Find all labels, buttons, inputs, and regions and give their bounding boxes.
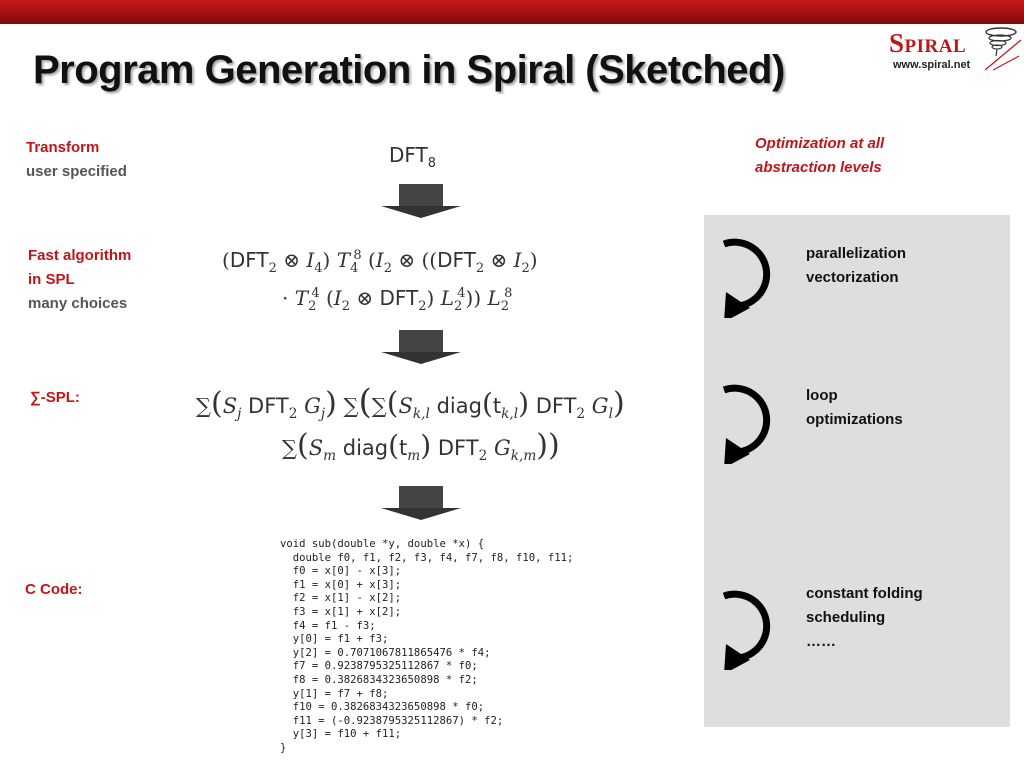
c-code-label: C Code: (25, 581, 83, 598)
slide-title: Program Generation in Spiral (Sketched) (33, 48, 785, 92)
code-line: f8 = 0.3826834323650898 * f2; (280, 673, 478, 686)
top-accent-bar (0, 0, 1024, 24)
transform-label: Transform user specified (26, 139, 127, 180)
optimization-group-1: parallelization vectorization (806, 245, 907, 286)
code-line: f2 = x[1] - x[2]; (280, 592, 402, 605)
down-arrow-icon (381, 184, 461, 218)
code-line: } (280, 741, 287, 754)
code-line: f0 = x[0] - x[3]; (280, 565, 402, 578)
spl-formula-line2: · T24 (I2 ⊗ DFT2) L24)) L28 (282, 286, 513, 314)
code-line: f1 = x[0] + x[3]; (280, 578, 402, 591)
fast-algorithm-label: Fast algorithm in SPL many choices (28, 247, 132, 312)
code-line: y[1] = f7 + f8; (280, 687, 389, 700)
code-line: f11 = (-0.9238795325112867) * f2; (280, 714, 504, 727)
loop-arrow-icon (722, 384, 771, 464)
sigma-spl-formula-line1: ∑(Sj DFT2 Gj) ∑(∑(Sk,l diag(tk,l) DFT2 G… (196, 382, 625, 423)
sigma-spl-label: ∑-SPL: (30, 389, 80, 406)
spiral-logo: Spiral www.spiral.net (887, 26, 1024, 72)
optimization-group-3: constant folding scheduling …… (806, 585, 923, 650)
code-line: void sub(double *y, double *x) { (280, 538, 485, 550)
code-line: f4 = f1 - f3; (280, 619, 376, 632)
optimization-group-2: loop optimizations (806, 387, 903, 428)
code-line: y[0] = f1 + f3; (280, 633, 389, 646)
c-code-listing: void sub(double *y, double *x) { double … (280, 538, 573, 756)
code-line: f10 = 0.3826834323650898 * f0; (280, 701, 485, 714)
code-line: f3 = x[1] + x[2]; (280, 605, 402, 618)
spiral-vortex-icon (984, 27, 1022, 71)
spl-formula-line1: (DFT2 ⊗ I4) T48 (I2 ⊗ ((DFT2 ⊗ I2) (222, 248, 538, 276)
loop-arrow-icon (722, 590, 771, 670)
sigma-spl-formula-line2: ∑(Sm diag(tm) DFT2 Gk,m)) (282, 428, 560, 465)
down-arrow-icon (381, 486, 461, 520)
logo-wordmark: Spiral (889, 28, 967, 58)
loop-arrow-icon (722, 238, 771, 318)
code-line: y[2] = 0.7071067811865476 * f4; (280, 646, 491, 659)
down-arrow-icon (381, 330, 461, 364)
optimization-heading: Optimization at all abstraction levels (755, 135, 885, 176)
transform-formula: DFT8 (389, 143, 437, 171)
code-line: double f0, f1, f2, f3, f4, f7, f8, f10, … (280, 551, 574, 564)
code-line: f7 = 0.9238795325112867 * f0; (280, 660, 478, 673)
logo-url: www.spiral.net (893, 59, 971, 71)
code-line: y[3] = f10 + f11; (280, 728, 402, 741)
